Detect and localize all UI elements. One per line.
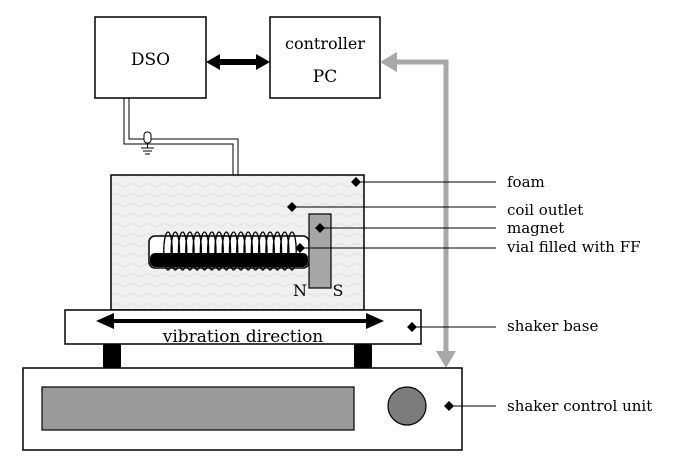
coil-turn <box>163 231 173 271</box>
coil-turn <box>214 231 224 271</box>
callout-leaders <box>287 177 496 411</box>
shaker-leg-right <box>354 344 372 368</box>
shaker-base: vibration direction <box>64 309 422 347</box>
dso-label: DSO <box>131 50 170 70</box>
coil-turn <box>221 231 232 271</box>
coil-turn <box>272 231 283 271</box>
callout-coil-outlet: coil outlet <box>507 201 583 219</box>
grey-double-arrow-icon <box>380 52 456 368</box>
callout-vial: vial filled with FF <box>506 238 641 256</box>
coil-turn <box>250 231 261 271</box>
callout-shaker-control-unit: shaker control unit <box>507 397 652 415</box>
coil-turn <box>236 231 246 271</box>
pc-label: PC <box>313 67 337 87</box>
coil-turn <box>243 231 254 271</box>
callout-shaker-base: shaker base <box>507 317 598 335</box>
vibration-direction-label: vibration direction <box>162 327 324 347</box>
magnet-south-label: S <box>333 281 344 300</box>
coil <box>163 231 297 271</box>
coil-turn <box>228 231 239 271</box>
coil-turn <box>257 231 268 271</box>
controller-pc-box: controller PC <box>269 16 381 99</box>
shaker-control-unit <box>22 367 463 451</box>
controller-label: controller <box>285 34 365 53</box>
coil-turn <box>287 231 297 271</box>
callout-magnet: magnet <box>507 219 564 237</box>
control-unit-display <box>41 386 355 431</box>
coil-turn <box>185 231 195 271</box>
coil-turn <box>177 231 188 271</box>
coil-turn <box>192 231 203 271</box>
dso-box: DSO <box>94 16 207 99</box>
coil-turn <box>199 231 210 271</box>
magnet <box>308 213 332 289</box>
magnet-north-label: N <box>293 281 307 300</box>
shaker-leg-left <box>103 344 121 368</box>
coil-turn <box>206 231 217 271</box>
callout-foam: foam <box>507 173 545 191</box>
control-unit-knob <box>387 386 427 426</box>
oscilloscope-probe-ground-icon <box>141 131 154 155</box>
double-arrow-icon <box>206 54 270 70</box>
coil-turn <box>170 231 181 271</box>
coil-turn <box>279 231 290 271</box>
coil-turn <box>265 231 275 271</box>
